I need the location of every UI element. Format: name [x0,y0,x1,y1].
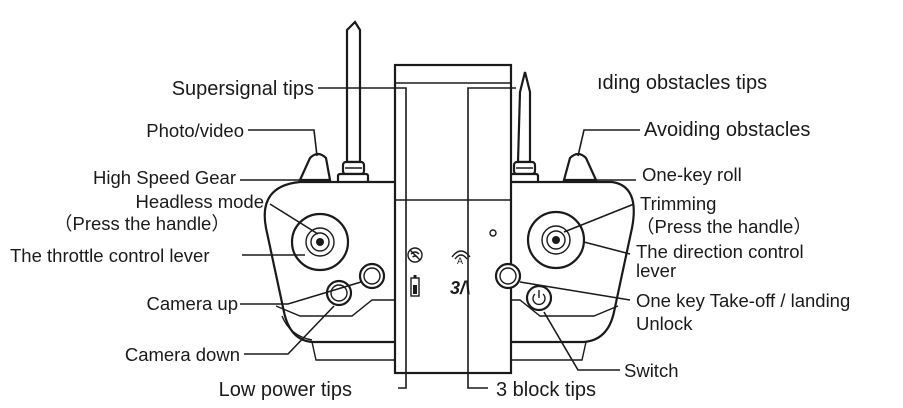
switch-button [525,284,553,312]
label-camera-down: Camera down [125,344,240,365]
throttle-control-lever [290,212,350,272]
label-avoiding-obstacles-tips: ıding obstacles tips [597,72,767,94]
signal-icon [407,247,423,263]
label-headless-mode: Headless mode [135,191,264,212]
label-camera-up: Camera up [146,293,238,314]
label-high-speed-gear: High Speed Gear [93,167,236,188]
photo-video-shoulder-button [298,152,332,182]
label-throttle-control-lever: The throttle control lever [10,245,209,266]
label-three-block-tips: 3 block tips [496,379,596,401]
mode-indicator: 3/\ [450,278,470,298]
label-trimming: Trimming [640,193,716,214]
label-switch: Switch [624,360,679,381]
phone-holder [393,63,513,375]
power-icon [532,290,546,306]
label-one-key-roll: One-key roll [642,164,742,185]
label-direction-control-lever-line1: The direction control [636,241,804,262]
left-antenna [336,20,370,185]
label-press-the-handle-right: （Press the handle） [636,216,812,237]
leader-lines [240,87,640,389]
battery-icon [410,275,420,297]
label-press-the-handle-left: （Press the handle） [54,213,230,234]
label-photo-video: Photo/video [146,120,244,141]
direction-control-lever [526,210,586,270]
avoiding-obstacles-shoulder-button [562,152,598,182]
label-low-power-tips: Low power tips [219,379,352,401]
takeoff-landing-button [494,262,522,290]
label-direction-control-lever-line2: lever [636,260,676,281]
camera-up-button [358,262,386,290]
label-unlock: Unlock [636,313,693,334]
label-one-key-takeoff-landing: One key Take-off / landing [636,290,850,311]
label-supersignal-tips: Supersignal tips [172,78,314,100]
altitude-letter: A [457,256,463,266]
camera-down-button [325,279,353,307]
label-avoiding-obstacles: Avoiding obstacles [644,119,810,141]
